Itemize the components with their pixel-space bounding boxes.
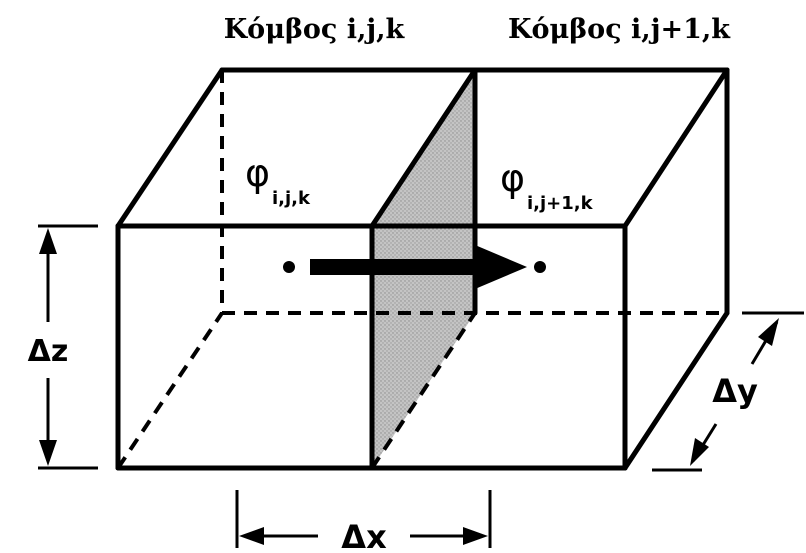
phi-left-label: φ i,j,k (245, 151, 311, 209)
top-right-depth-edge (622, 67, 730, 229)
dz-label: Δz (28, 334, 69, 369)
node-point-right (534, 261, 546, 273)
interface-top-edge (369, 67, 478, 229)
flow-arrow-head (475, 245, 527, 289)
dy-arrowhead-down (690, 438, 709, 466)
hidden-bottom-left-depth-edge (116, 311, 224, 470)
dx-arrowhead-right (463, 527, 488, 545)
phi-right-label: φ i,j+1,k (500, 156, 594, 214)
dx-label: Δx (341, 518, 387, 553)
node-point-left (283, 261, 295, 273)
hidden-edges (116, 70, 727, 470)
phi-left-symbol: φ (245, 151, 270, 195)
dz-arrowhead-down (39, 440, 57, 466)
right-node-title: Κόμβος i,j+1,k (508, 14, 731, 45)
top-left-depth-edge (115, 67, 225, 229)
dx-arrowhead-left (239, 527, 264, 545)
phi-right-symbol: φ (500, 156, 525, 200)
bottom-right-depth-edge (622, 310, 730, 471)
hidden-interface-bottom-edge (370, 311, 477, 470)
phi-right-subscript: i,j+1,k (527, 193, 594, 214)
phi-left-subscript: i,j,k (272, 188, 311, 209)
left-node-title: Κόμβος i,j,k (224, 14, 406, 45)
flow-arrow-shaft (310, 259, 490, 275)
dz-arrowhead-up (39, 228, 57, 254)
dy-arrowhead-up (758, 318, 779, 346)
dy-label: Δy (712, 372, 758, 410)
